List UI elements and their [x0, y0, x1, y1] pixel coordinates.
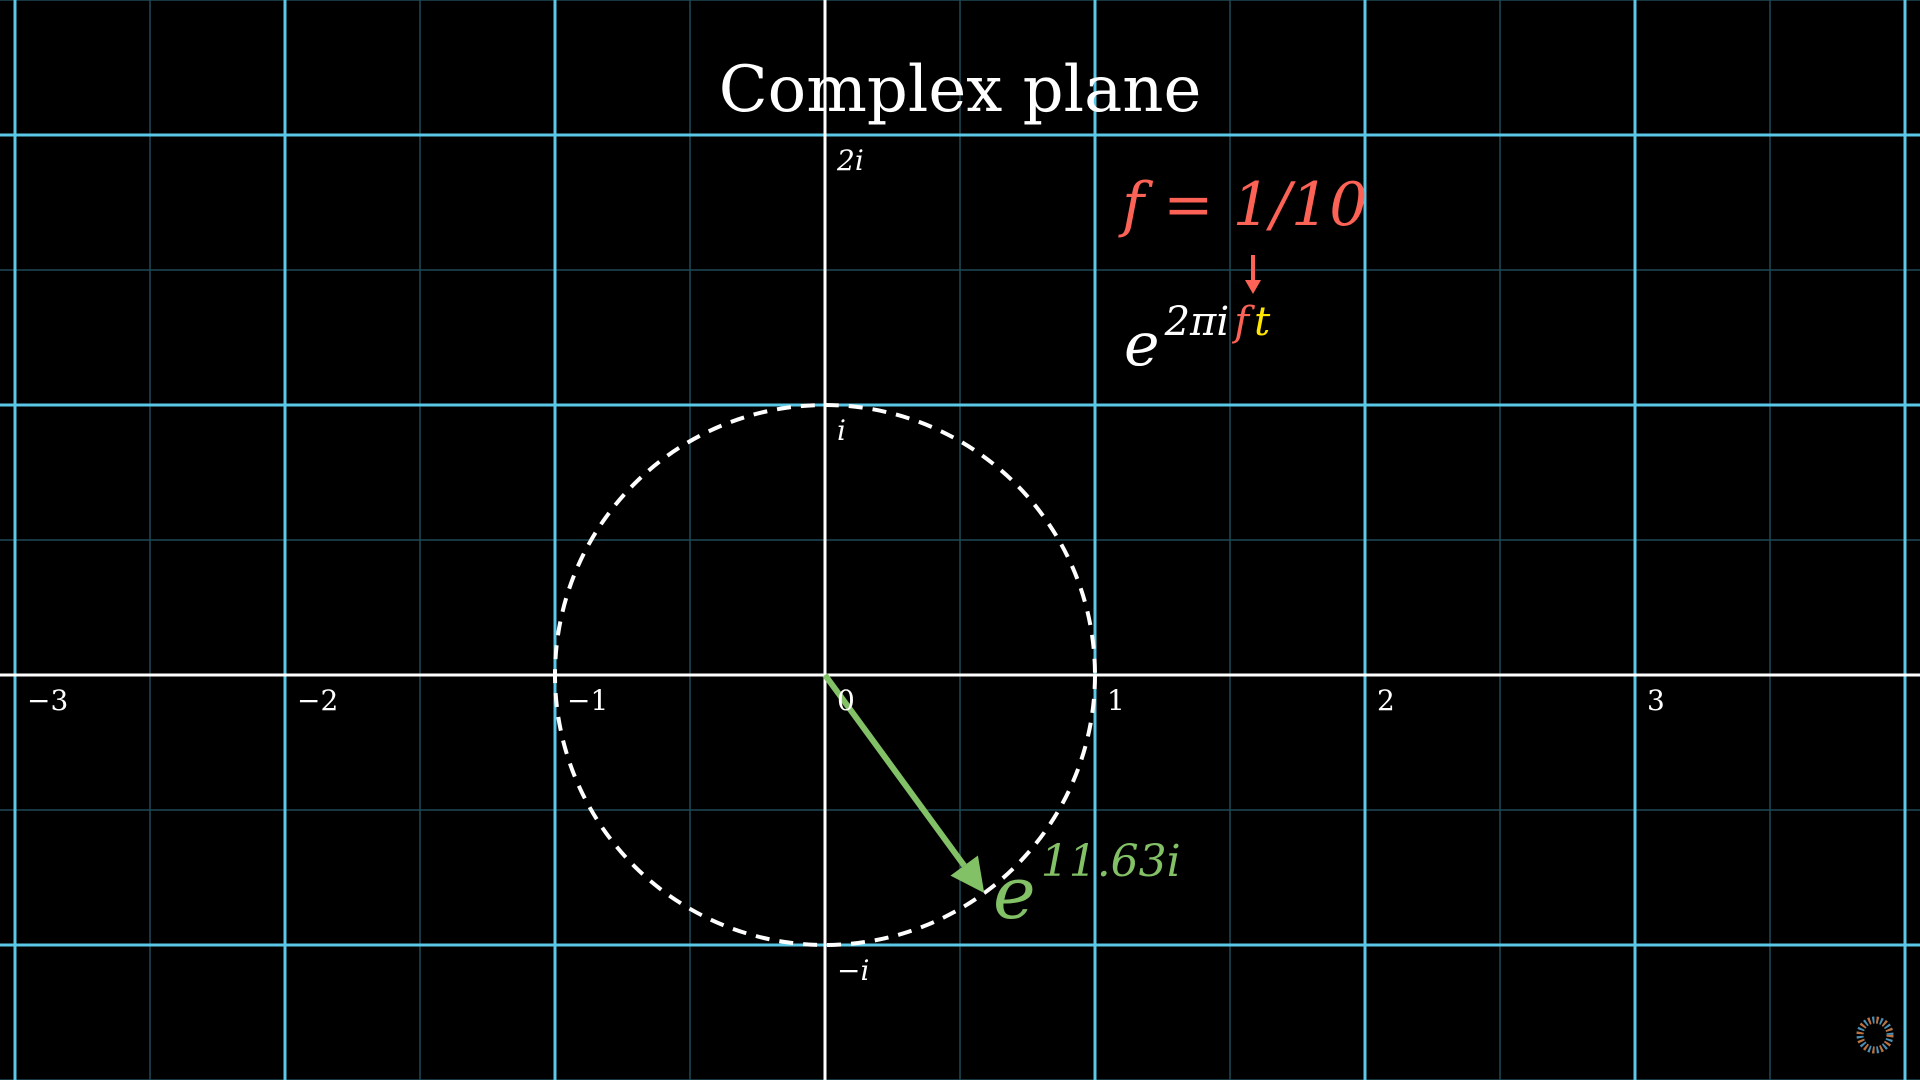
loading-spinner-icon	[1856, 1016, 1894, 1054]
vector	[822, 673, 985, 894]
tick-labels: −3 −2 −1 0 1 2 3 2i i −i	[27, 144, 1665, 987]
vector-shaft	[822, 673, 967, 868]
frequency-down-arrow	[1245, 255, 1261, 294]
x-tick-label: 1	[1107, 684, 1125, 717]
formula-exponent-prefix: 2πi	[1164, 299, 1230, 345]
x-tick-label: 3	[1647, 684, 1665, 717]
exponential-formula: e 2πi f t	[1124, 299, 1271, 380]
frequency-label: f = 1/10	[1118, 170, 1367, 240]
vector-arrowhead	[950, 855, 985, 894]
formula-base: e	[1124, 310, 1160, 380]
vector-label-base: e	[993, 851, 1036, 935]
unit-circle	[553, 403, 1097, 947]
title: Complex plane	[719, 53, 1202, 127]
y-tick-label: −i	[837, 954, 869, 987]
vector-label-exponent: 11.63i	[1041, 836, 1181, 887]
x-tick-label: −1	[567, 684, 608, 717]
y-tick-label: i	[837, 414, 846, 447]
formula-exponent-t: t	[1254, 299, 1271, 345]
vector-label: e 11.63i	[993, 836, 1181, 935]
x-tick-label: 2	[1377, 684, 1395, 717]
x-tick-label: 0	[837, 684, 855, 717]
x-tick-label: −2	[297, 684, 338, 717]
y-tick-label: 2i	[836, 144, 864, 177]
x-tick-label: −3	[27, 684, 68, 717]
